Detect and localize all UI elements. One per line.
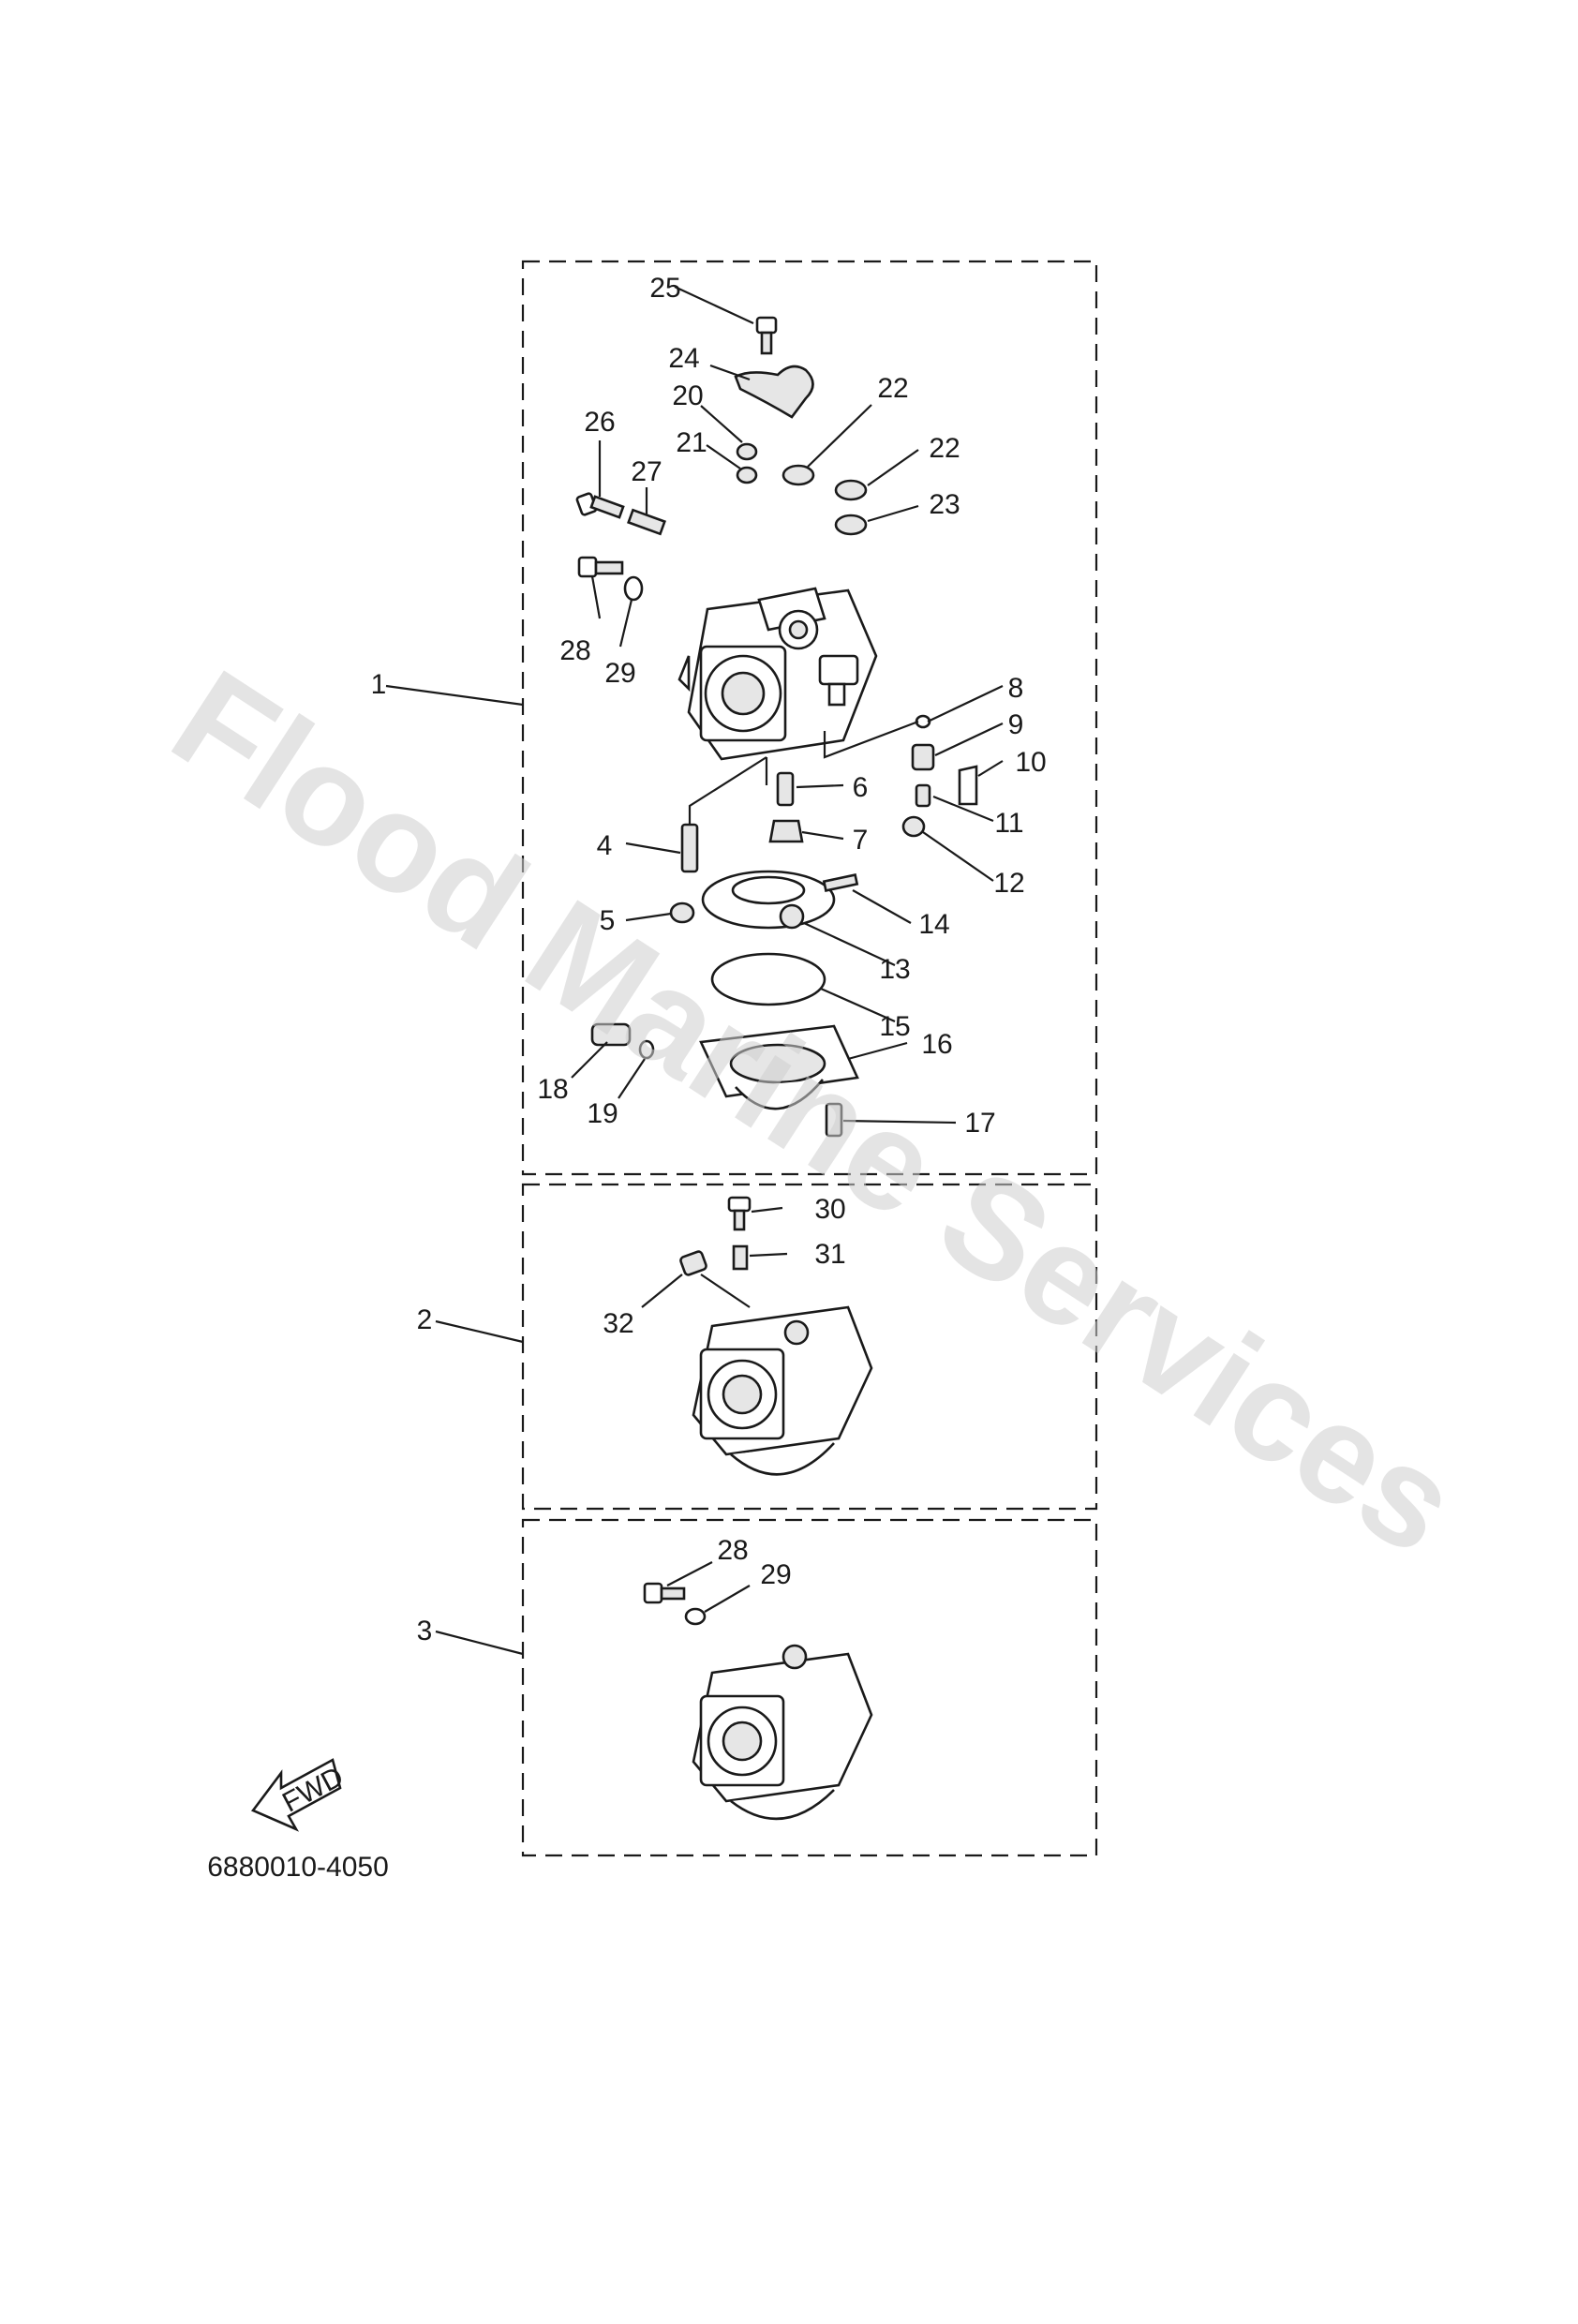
jet-4 — [680, 823, 699, 873]
washer-29-b — [684, 1607, 707, 1626]
part-label-22b: 22 — [929, 433, 960, 464]
part-label-8: 8 — [1008, 673, 1024, 704]
part-label-28-b: 28 — [717, 1535, 748, 1566]
plate-24 — [734, 365, 814, 419]
oring-15 — [710, 952, 826, 1006]
screw-30 — [727, 1196, 752, 1231]
part-label-30: 30 — [814, 1194, 845, 1225]
part-label-15: 15 — [879, 1011, 910, 1042]
part-label-24: 24 — [668, 343, 699, 374]
part-label-4: 4 — [597, 830, 613, 861]
fwd-arrow-icon: FWD — [250, 1758, 349, 1832]
part-label-10: 10 — [1015, 747, 1046, 778]
part-label-31: 31 — [814, 1239, 845, 1270]
cap-20 — [736, 442, 758, 461]
part-label-12: 12 — [993, 868, 1024, 899]
part-label-20: 20 — [672, 380, 703, 411]
part-label-19: 19 — [587, 1098, 618, 1129]
cap-32 — [679, 1250, 707, 1276]
part-label-26: 26 — [584, 407, 615, 438]
plug-12 — [901, 815, 926, 838]
part-label-6: 6 — [853, 772, 869, 803]
part-label-23: 23 — [929, 489, 960, 520]
screw-28 — [577, 556, 624, 578]
clip-10 — [958, 765, 978, 806]
part-label-9: 9 — [1008, 709, 1024, 740]
part-label-28: 28 — [559, 635, 590, 666]
plug-22a — [782, 464, 815, 486]
assembly-label-2: 2 — [417, 1304, 433, 1335]
screw-25 — [755, 316, 778, 355]
washer-19 — [638, 1039, 655, 1060]
washer-29 — [623, 575, 644, 602]
leader-lines-2 — [435, 1206, 788, 1344]
part-label-29-b: 29 — [760, 1559, 791, 1590]
part-label-32: 32 — [603, 1308, 633, 1339]
cap-7 — [768, 819, 804, 843]
leader-lines-3 — [435, 1561, 751, 1656]
carburetor-body-2 — [692, 1305, 873, 1476]
screw-28-b — [643, 1582, 686, 1604]
float-13 — [701, 870, 836, 930]
assembly-1-box — [521, 260, 1098, 1176]
float-9 — [911, 743, 935, 771]
part-label-7: 7 — [853, 825, 869, 856]
float-bowl-16 — [699, 1024, 859, 1110]
carburetor-body-3 — [692, 1644, 873, 1821]
screw-26 — [575, 492, 625, 519]
assembly-label-1: 1 — [371, 669, 387, 700]
part-label-27: 27 — [631, 456, 662, 487]
part-label-17: 17 — [964, 1108, 995, 1139]
part-label-16: 16 — [921, 1029, 952, 1060]
plug-23 — [834, 514, 868, 536]
ring-8 — [915, 714, 931, 729]
assembly-label-3: 3 — [417, 1616, 433, 1646]
drawing-number: 6880010-4050 — [207, 1852, 389, 1883]
screw-11 — [915, 783, 931, 808]
jet-6 — [776, 771, 795, 807]
screw-17 — [825, 1102, 843, 1138]
leader-lines-1 — [385, 286, 1004, 1125]
plug-22b — [834, 479, 868, 501]
cap-21 — [736, 466, 758, 484]
part-label-14: 14 — [918, 909, 949, 940]
part-label-22a: 22 — [877, 373, 908, 404]
jet-5 — [669, 901, 695, 924]
spring-31 — [732, 1244, 749, 1271]
assembly-3-box — [521, 1518, 1098, 1857]
carburetor-body-1 — [677, 587, 878, 761]
spring-27 — [627, 508, 666, 536]
assembly-2-box — [521, 1183, 1098, 1511]
part-label-5: 5 — [600, 905, 616, 936]
part-label-13: 13 — [879, 954, 910, 985]
part-label-11: 11 — [994, 808, 1023, 839]
screw-18 — [590, 1022, 632, 1047]
pin-14 — [822, 873, 859, 892]
part-label-29: 29 — [604, 658, 635, 689]
part-label-25: 25 — [649, 273, 680, 304]
part-label-18: 18 — [537, 1074, 568, 1105]
part-label-21: 21 — [676, 427, 707, 458]
